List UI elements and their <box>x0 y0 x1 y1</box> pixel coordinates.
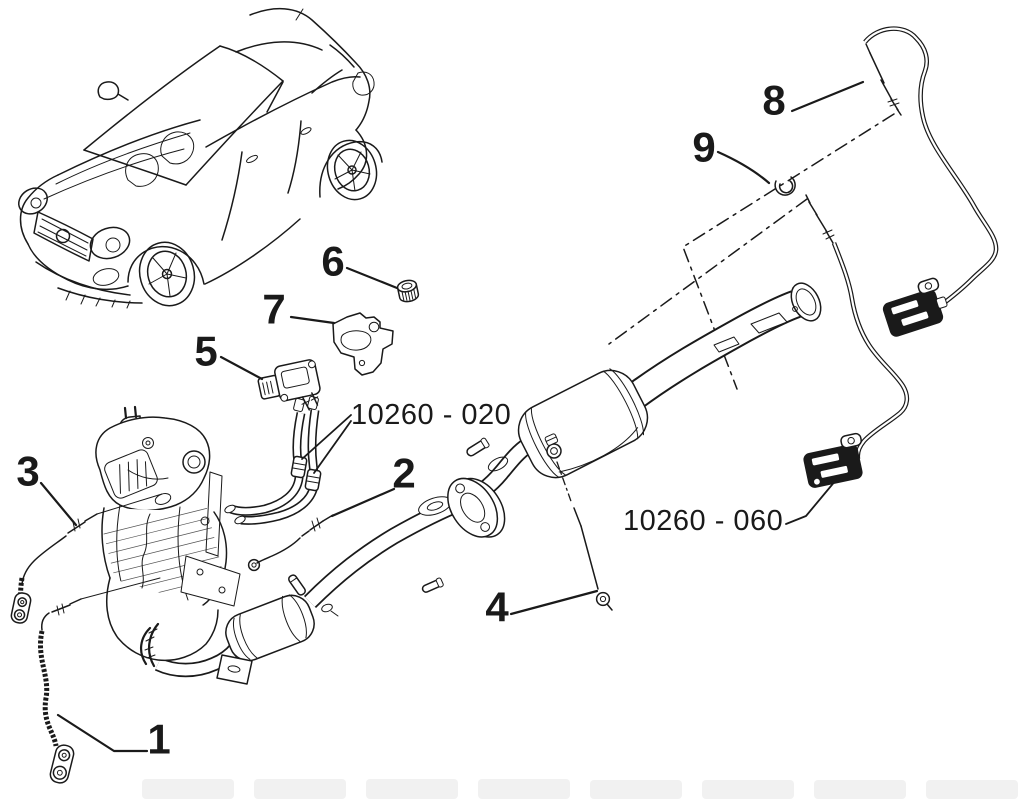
callout-7-leader <box>289 315 336 325</box>
pressure-hoses <box>224 396 322 525</box>
vehicle-illustration <box>18 7 383 309</box>
callout-1-leader <box>56 713 149 753</box>
callout-3-leader <box>39 481 78 527</box>
exhaust-temp-sensor-4 <box>573 507 613 611</box>
leader-lines <box>39 80 865 753</box>
callout-5: 5 <box>194 328 217 375</box>
center-silencer <box>487 368 649 505</box>
oxygen-sensor-2 <box>247 514 334 572</box>
front-wheel <box>138 241 196 307</box>
hose-fitting-a <box>290 455 308 479</box>
callout-4-leader <box>509 589 599 616</box>
brand-badge <box>55 228 71 244</box>
label-patch <box>104 449 158 499</box>
callout-5-leader <box>219 355 264 381</box>
code-020-leader-b <box>313 420 352 474</box>
code-060-leader <box>785 479 837 525</box>
tailpipe <box>625 282 822 409</box>
dpf-catalyst-assembly <box>95 405 315 685</box>
exhaust-temp-sensor-3 <box>10 493 163 624</box>
clip-9 <box>774 176 796 196</box>
callout-2-leader <box>330 487 396 518</box>
callout-8-leader <box>790 80 865 113</box>
bracket-7 <box>332 312 394 376</box>
foot-bracket <box>216 654 253 685</box>
part-code-10260-060: 10260 - 060 <box>623 505 783 537</box>
watermark-band <box>142 779 1018 799</box>
construction-dash-lines <box>608 113 895 390</box>
callout-8: 8 <box>762 77 785 124</box>
callout-7: 7 <box>262 286 285 333</box>
exhaust-temp-sensor-1 <box>38 577 161 784</box>
hanger-stud <box>288 574 306 596</box>
flex-resonator <box>225 594 315 662</box>
callout-4: 4 <box>485 584 509 631</box>
hose-fitting-b <box>304 468 322 492</box>
part-code-10260-020: 10260 - 020 <box>351 399 511 431</box>
callout-3: 3 <box>16 448 39 495</box>
sensor-boss <box>546 443 562 459</box>
oxygen-sensor-downstream <box>805 194 910 460</box>
code-020-leader-a <box>301 414 352 460</box>
nut-6 <box>396 279 420 303</box>
front-fascia <box>18 187 143 309</box>
pipe-flange <box>447 477 506 538</box>
callout-6: 6 <box>321 238 344 285</box>
oxygen-sensor-8 <box>863 26 999 308</box>
hanger-pin-lower <box>421 577 444 593</box>
hanger-pin-upper <box>466 437 490 457</box>
nox-module-a <box>882 277 948 337</box>
nox-module-b <box>803 432 863 488</box>
callout-1: 1 <box>147 716 170 763</box>
callout-6-leader <box>345 266 399 290</box>
pressure-sensor-5 <box>257 359 321 411</box>
callout-labels: 1 2 3 4 5 6 7 8 9 10260 - 020 10260 - 06… <box>16 77 785 763</box>
callout-2: 2 <box>392 450 415 497</box>
callout-9: 9 <box>692 124 715 171</box>
rear-wheel <box>326 139 378 201</box>
side-mirror <box>97 81 129 101</box>
callout-9-leader <box>716 150 771 185</box>
